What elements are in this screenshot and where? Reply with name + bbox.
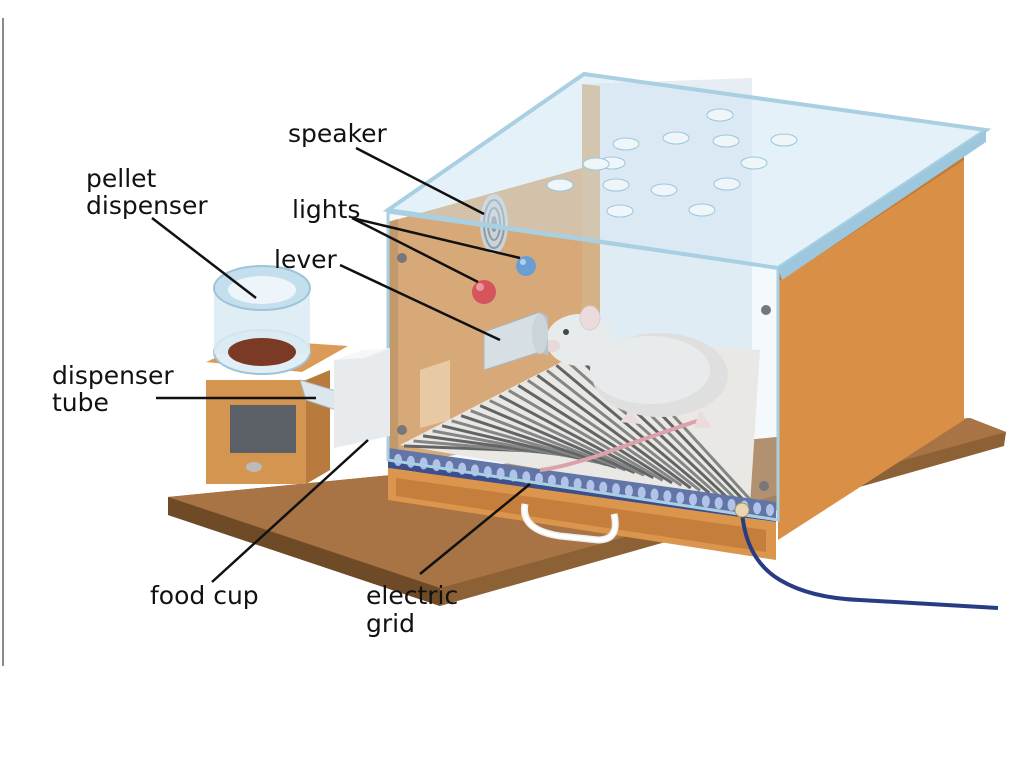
grid-bar bbox=[526, 379, 683, 487]
lid-air-hole bbox=[650, 183, 678, 197]
lid-air-hole bbox=[740, 156, 768, 170]
grid-bar bbox=[489, 399, 645, 477]
blue-light bbox=[516, 256, 536, 276]
grid-bar bbox=[545, 369, 701, 492]
label-electric-grid-line1: electric bbox=[366, 581, 458, 610]
label-speaker: speaker bbox=[288, 119, 388, 148]
grid-stud bbox=[766, 504, 774, 516]
grid-stud bbox=[650, 488, 659, 501]
lever[interactable] bbox=[483, 311, 548, 371]
label-dispenser-tube-line2: tube bbox=[52, 388, 109, 417]
grid-bar bbox=[508, 389, 664, 482]
grid-bar bbox=[498, 394, 655, 480]
lid-air-hole bbox=[662, 131, 690, 145]
grid-bar bbox=[470, 409, 626, 472]
lid-air-hole bbox=[546, 178, 574, 192]
red-light bbox=[472, 280, 496, 304]
grid-stud bbox=[676, 491, 685, 504]
grid-stud bbox=[612, 483, 621, 496]
grid-bar bbox=[555, 364, 711, 495]
grid-stud bbox=[753, 502, 762, 515]
label-electric-grid-line2: grid bbox=[366, 609, 415, 638]
grid-stud bbox=[663, 490, 672, 503]
grid-bar bbox=[517, 384, 673, 485]
pellet-dispenser bbox=[206, 265, 348, 484]
grid-stud bbox=[714, 497, 723, 510]
grid-stud bbox=[599, 481, 608, 494]
slide-left-border bbox=[2, 18, 4, 666]
lid-air-hole bbox=[606, 204, 634, 218]
grid-stud bbox=[689, 493, 698, 506]
grid-bar bbox=[564, 359, 720, 497]
label-food-cup: food cup bbox=[150, 581, 259, 610]
grid-bar bbox=[451, 419, 608, 467]
grid-stud bbox=[624, 485, 633, 498]
callout-lines bbox=[151, 146, 531, 583]
label-lever: lever bbox=[274, 245, 338, 274]
lid-air-hole bbox=[713, 177, 741, 191]
label-pellet-dispenser-line2: dispenser bbox=[86, 191, 208, 220]
label-lights: lights bbox=[292, 195, 360, 224]
food-cup bbox=[334, 348, 390, 448]
drawer-handle[interactable] bbox=[522, 503, 618, 543]
grid-stud bbox=[573, 478, 582, 491]
glass-enclosure bbox=[382, 71, 992, 522]
lid-air-hole bbox=[582, 157, 610, 171]
lid-air-hole bbox=[770, 133, 798, 147]
lid-air-hole bbox=[612, 137, 640, 151]
grid-stud bbox=[701, 495, 710, 508]
grid-stud bbox=[637, 486, 646, 499]
electric-cable bbox=[734, 502, 999, 610]
grid-bar bbox=[536, 374, 692, 490]
rat bbox=[539, 305, 728, 472]
grid-bar bbox=[479, 404, 636, 474]
lid-air-hole bbox=[688, 203, 716, 217]
grid-stud bbox=[727, 498, 736, 511]
label-pellet-dispenser-line1: pellet bbox=[86, 164, 157, 193]
lid-air-hole bbox=[706, 108, 734, 122]
lid-air-hole bbox=[602, 178, 630, 192]
lid-air-hole bbox=[712, 134, 740, 148]
label-dispenser-tube-line1: dispenser bbox=[52, 361, 174, 390]
grid-stud bbox=[586, 479, 595, 492]
